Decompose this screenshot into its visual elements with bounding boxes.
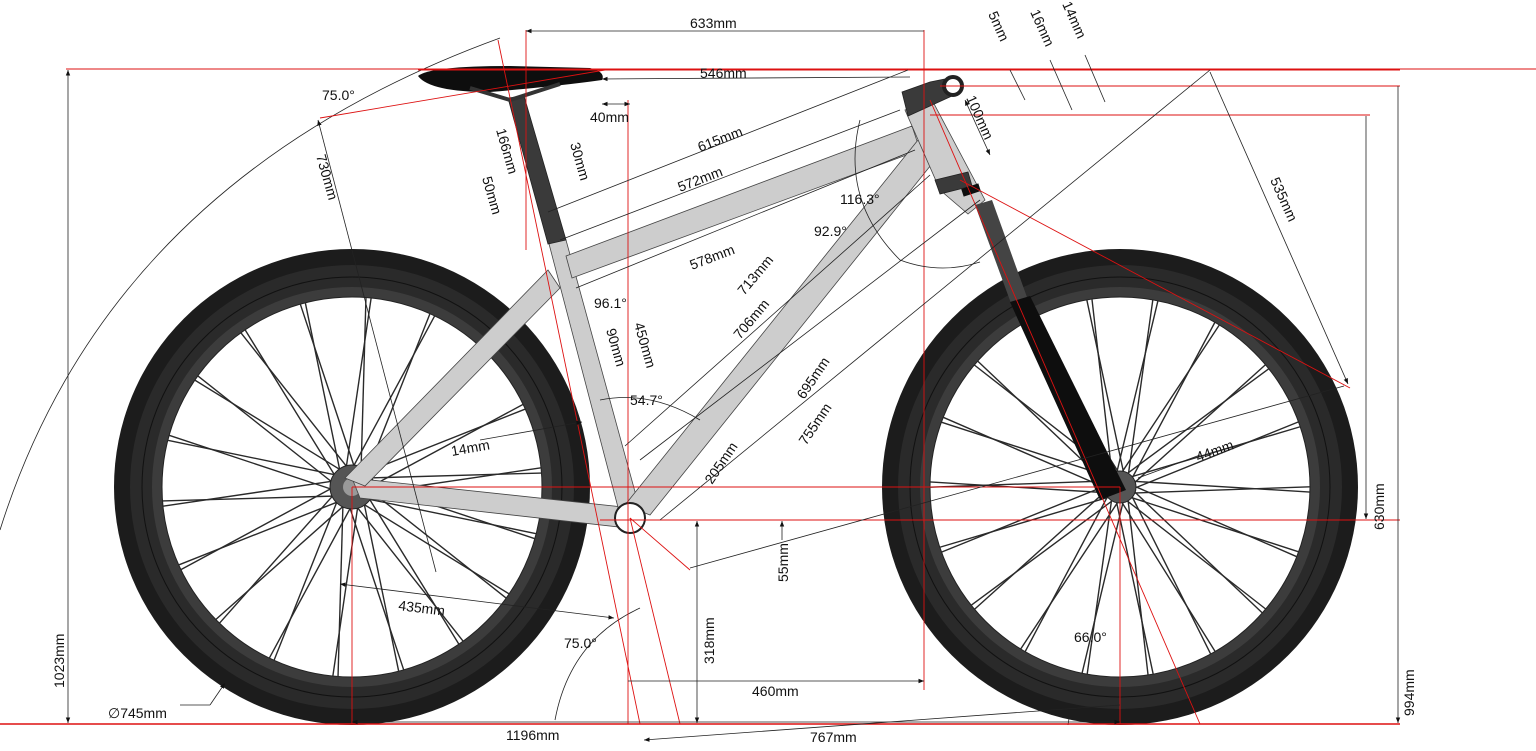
- label-40: 40mm: [590, 109, 629, 125]
- label-55: 55mm: [775, 543, 791, 582]
- label-730: 730mm: [313, 152, 341, 201]
- label-767: 767mm: [810, 729, 857, 745]
- label-615: 615mm: [695, 123, 744, 155]
- label-713: 713mm: [734, 252, 776, 298]
- dimension-lines: [65, 28, 1401, 742]
- label-994: 994mm: [1401, 669, 1417, 716]
- label-116: 116.3°: [840, 191, 880, 207]
- label-100: 100mm: [963, 93, 997, 142]
- label-16: 16mm: [1027, 7, 1057, 49]
- label-450: 450mm: [631, 320, 659, 369]
- bottom-angle-arc: [554, 607, 641, 721]
- headset-badge: [961, 183, 981, 197]
- label-745: ∅745mm: [108, 705, 167, 721]
- label-630: 630mm: [1371, 483, 1387, 530]
- label-14: 14mm: [450, 436, 491, 459]
- frame: [344, 99, 986, 534]
- label-578: 578mm: [687, 241, 736, 273]
- label-755: 755mm: [795, 400, 834, 448]
- label-5: 5mm: [985, 9, 1012, 44]
- label-435: 435mm: [398, 597, 446, 619]
- label-30: 30mm: [567, 140, 593, 182]
- label-14-top: 14mm: [1059, 0, 1089, 41]
- reference-lines: [0, 30, 1536, 725]
- label-66: 66.0°: [1074, 629, 1107, 645]
- label-535: 535mm: [1267, 175, 1301, 224]
- label-75-bottom: 75.0°: [564, 635, 597, 651]
- label-96: 96.1°: [594, 295, 627, 311]
- label-572: 572mm: [675, 163, 724, 195]
- label-460: 460mm: [752, 683, 799, 699]
- label-1196: 1196mm: [506, 727, 559, 743]
- label-90: 90mm: [603, 326, 629, 368]
- label-50: 50mm: [479, 174, 505, 216]
- label-205: 205mm: [701, 439, 740, 487]
- label-75-top: 75.0°: [322, 87, 355, 103]
- label-1023: 1023mm: [51, 634, 67, 688]
- label-92: 92.9°: [814, 223, 847, 239]
- label-546: 546mm: [700, 65, 747, 81]
- seat-angle-arc: [0, 37, 501, 531]
- label-633: 633mm: [690, 15, 737, 31]
- fork-steerer: [975, 200, 1028, 306]
- fork-leg: [1010, 296, 1126, 500]
- label-318: 318mm: [701, 617, 717, 664]
- label-547: 54.7°: [630, 392, 663, 408]
